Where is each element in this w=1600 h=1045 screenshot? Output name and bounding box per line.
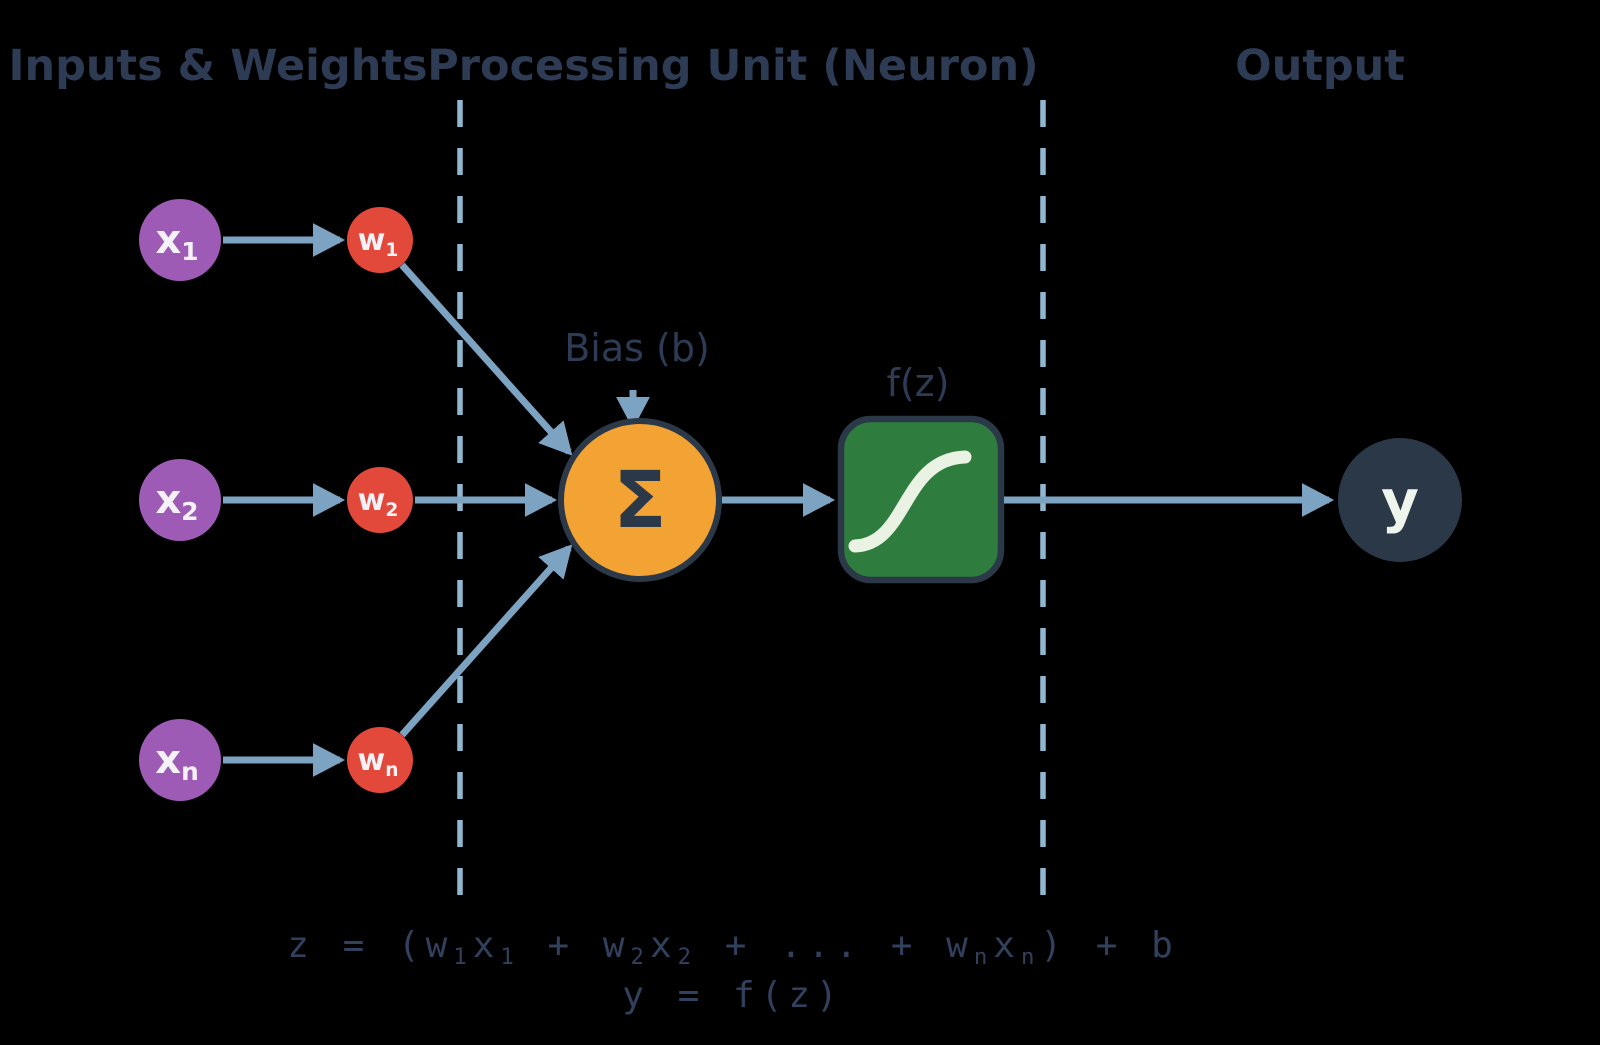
weight-node-w2	[347, 467, 413, 533]
summation-sigma-symbol: Σ	[613, 456, 666, 546]
activation-label: f(z)	[887, 361, 950, 405]
summation-node	[558, 418, 722, 582]
weight-node-w1	[347, 207, 413, 273]
input-node-x1-label: x1	[155, 217, 198, 266]
arrow-w1-to-sum	[399, 262, 573, 456]
output-node-label: y	[1381, 467, 1419, 535]
sigmoid-curve-icon	[848, 450, 972, 553]
input-node-x2	[139, 459, 221, 541]
activation-box	[837, 415, 1005, 584]
output-title: Output	[1235, 41, 1405, 91]
weight-node-w2-label: w2	[358, 483, 399, 521]
weight-node-w1-label: w1	[358, 223, 399, 261]
input-node-xn-label: xn	[155, 737, 198, 786]
input-node-xn	[139, 719, 221, 801]
bias-label: Bias (b)	[564, 326, 710, 370]
input-node-x2-label: x2	[155, 477, 198, 526]
weight-node-wn	[347, 727, 413, 793]
equation-weighted-sum: z = (w1x1 + w2x2 + ... + wnxn) + b	[287, 925, 1179, 970]
arrow-wn-to-sum	[399, 544, 573, 738]
inputs-weights-title: Inputs & Weights	[9, 41, 428, 91]
output-node	[1338, 438, 1462, 562]
equation-output: y = f(z)	[622, 975, 843, 1016]
input-node-x1	[139, 199, 221, 281]
processing-unit-title: Processing Unit (Neuron)	[427, 41, 1038, 91]
weight-node-wn-label: wn	[358, 743, 399, 781]
